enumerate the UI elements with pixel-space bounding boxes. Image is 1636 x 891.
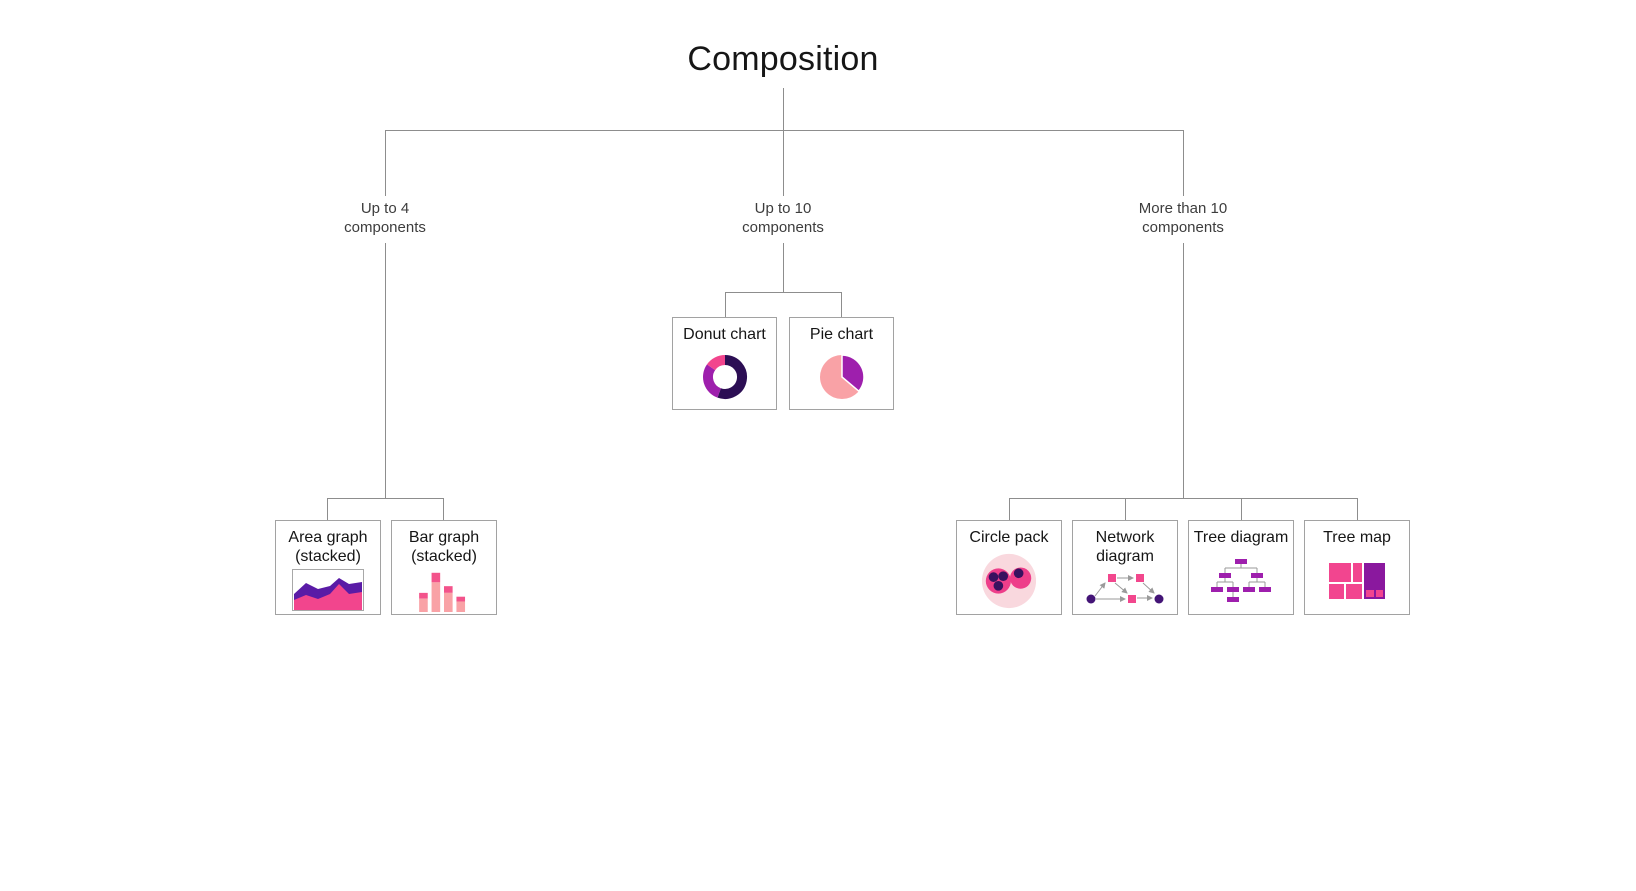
- node-label-line: Circle pack: [969, 529, 1049, 546]
- branch-label-line: components: [1142, 219, 1224, 236]
- branch-label-line: components: [742, 219, 824, 236]
- connector: [783, 130, 784, 196]
- network-diagram-icon: [1086, 574, 1164, 604]
- bar-graph-icon: [419, 572, 466, 612]
- node-label: Bar graph (stacked): [409, 528, 479, 566]
- page-title: Composition: [687, 40, 879, 78]
- connector: [443, 498, 444, 520]
- connector: [1357, 498, 1358, 520]
- icon-wrap: [416, 566, 472, 614]
- circle-pack-icon: [981, 553, 1037, 608]
- icon-wrap: [1084, 566, 1166, 614]
- node-tree-diagram: Tree diagram: [1188, 520, 1294, 615]
- node-label: Circle pack: [969, 528, 1048, 547]
- pie-chart-icon: [819, 353, 865, 399]
- connector: [1125, 498, 1126, 520]
- node-donut-chart: Donut chart: [672, 317, 777, 410]
- node-label: Donut chart: [683, 325, 766, 344]
- node-area-graph: Area graph (stacked): [275, 520, 381, 615]
- icon-wrap: [978, 547, 1040, 614]
- connector: [1009, 498, 1358, 499]
- node-label-line: Tree map: [1323, 529, 1391, 546]
- node-label-line: Pie chart: [809, 326, 874, 343]
- connector: [725, 292, 726, 317]
- branch-label-up-to-4: Up to 4 components: [285, 199, 485, 237]
- connector: [1183, 130, 1184, 196]
- node-label: Pie chart: [810, 325, 873, 344]
- node-label: Network diagram: [1096, 528, 1155, 566]
- node-network-diagram: Network diagram: [1072, 520, 1178, 615]
- node-circle-pack: Circle pack: [956, 520, 1062, 615]
- icon-wrap: [812, 344, 872, 409]
- node-label-line: Network: [1095, 529, 1155, 546]
- branch-label-more-than-10: More than 10 components: [1083, 199, 1283, 237]
- node-label-line: Area graph: [288, 529, 368, 546]
- connector: [1183, 243, 1184, 498]
- connector: [725, 292, 842, 293]
- icon-wrap: [292, 566, 364, 614]
- tree-diagram-icon: [1211, 558, 1271, 602]
- connector: [385, 130, 386, 196]
- node-label-line: Bar graph: [408, 529, 480, 546]
- node-label-line: diagram: [1096, 548, 1154, 565]
- icon-wrap: [695, 344, 755, 409]
- tree-map-icon: [1329, 562, 1385, 599]
- connector: [327, 498, 444, 499]
- connector: [783, 243, 784, 292]
- connector: [783, 88, 784, 130]
- connector: [385, 130, 1184, 131]
- branch-label-line: components: [344, 219, 426, 236]
- node-label: Tree map: [1323, 528, 1391, 547]
- connector: [1241, 498, 1242, 520]
- branch-label-up-to-10: Up to 10 components: [683, 199, 883, 237]
- node-tree-map: Tree map: [1304, 520, 1410, 615]
- area-graph-icon: [292, 569, 364, 611]
- connector: [327, 498, 328, 520]
- connector: [841, 292, 842, 317]
- node-bar-graph: Bar graph (stacked): [391, 520, 497, 615]
- icon-wrap: [1211, 547, 1271, 614]
- branch-label-line: Up to 10: [754, 200, 812, 217]
- branch-label-line: More than 10: [1138, 200, 1228, 217]
- connector: [385, 243, 386, 498]
- node-label: Tree diagram: [1194, 528, 1289, 547]
- node-label-line: (stacked): [295, 548, 361, 565]
- node-label-line: Tree diagram: [1193, 529, 1289, 546]
- donut-chart-icon: [702, 354, 747, 399]
- node-label-line: Donut chart: [683, 326, 766, 343]
- icon-wrap: [1329, 547, 1385, 614]
- node-label: Area graph (stacked): [288, 528, 367, 566]
- branch-label-line: Up to 4: [360, 200, 410, 217]
- node-label-line: (stacked): [411, 548, 477, 565]
- node-pie-chart: Pie chart: [789, 317, 894, 410]
- connector: [1009, 498, 1010, 520]
